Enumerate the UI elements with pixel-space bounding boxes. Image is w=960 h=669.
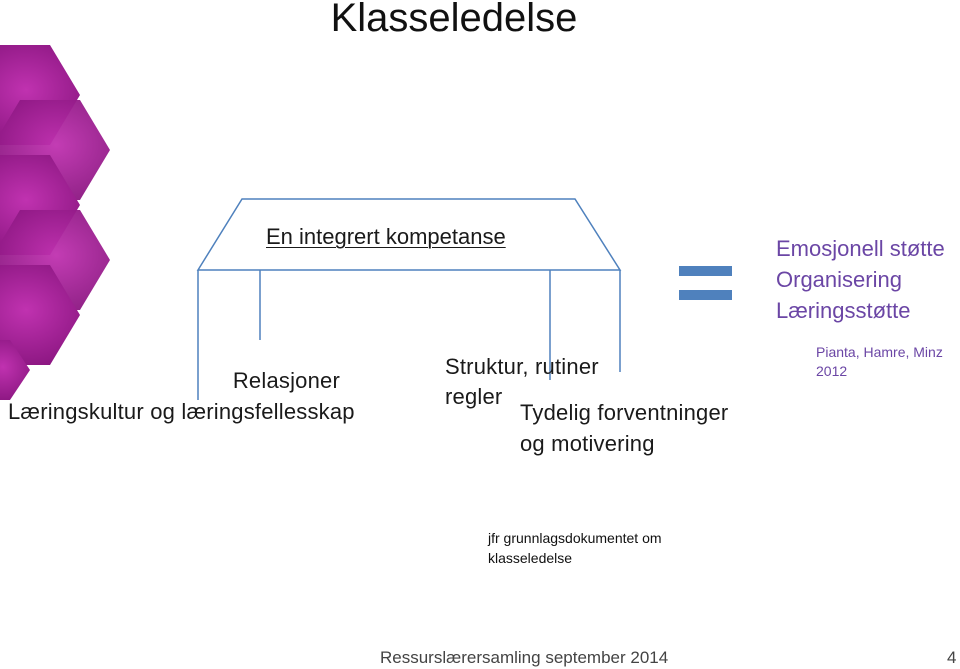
- result-item-laeringsstotte: Læringsstøtte: [776, 298, 911, 323]
- table-label: En integrert kompetanse: [266, 224, 506, 249]
- leg-label-motivering: og motivering: [520, 431, 655, 456]
- note-line-1: jfr grunnlagsdokumentet om: [488, 530, 662, 546]
- hexagon-decoration-icon: [0, 45, 110, 400]
- leg-label-laeringskultur: Læringskultur og læringsfellesskap: [8, 399, 355, 424]
- leg-label-relasjoner: Relasjoner: [232, 368, 340, 393]
- equals-bar-top: [679, 266, 732, 276]
- leg-label-forventninger: Tydelig forventninger: [520, 400, 729, 425]
- hexagon-shape: [0, 265, 80, 365]
- citation-year: 2012: [816, 363, 848, 379]
- equals-sign-icon: [679, 266, 732, 300]
- result-item-emosjonell-stotte: Emosjonell støtte: [776, 236, 945, 261]
- leg-label-struktur: Struktur, rutiner: [445, 354, 599, 379]
- page-number: 4: [947, 648, 957, 667]
- citation-authors: Pianta, Hamre, Minz: [816, 344, 943, 360]
- note-line-2: klasseledelse: [488, 550, 573, 566]
- footer-text: Ressurslærersamling september 2014: [380, 648, 669, 667]
- hexagon-shape: [0, 340, 30, 400]
- table-shape: [196, 198, 622, 400]
- result-item-organisering: Organisering: [776, 267, 902, 292]
- slide-title: Klasseledelse: [330, 0, 578, 40]
- leg-label-regler: regler: [445, 384, 503, 409]
- equals-bar-bottom: [679, 290, 732, 300]
- table-top: [196, 198, 622, 271]
